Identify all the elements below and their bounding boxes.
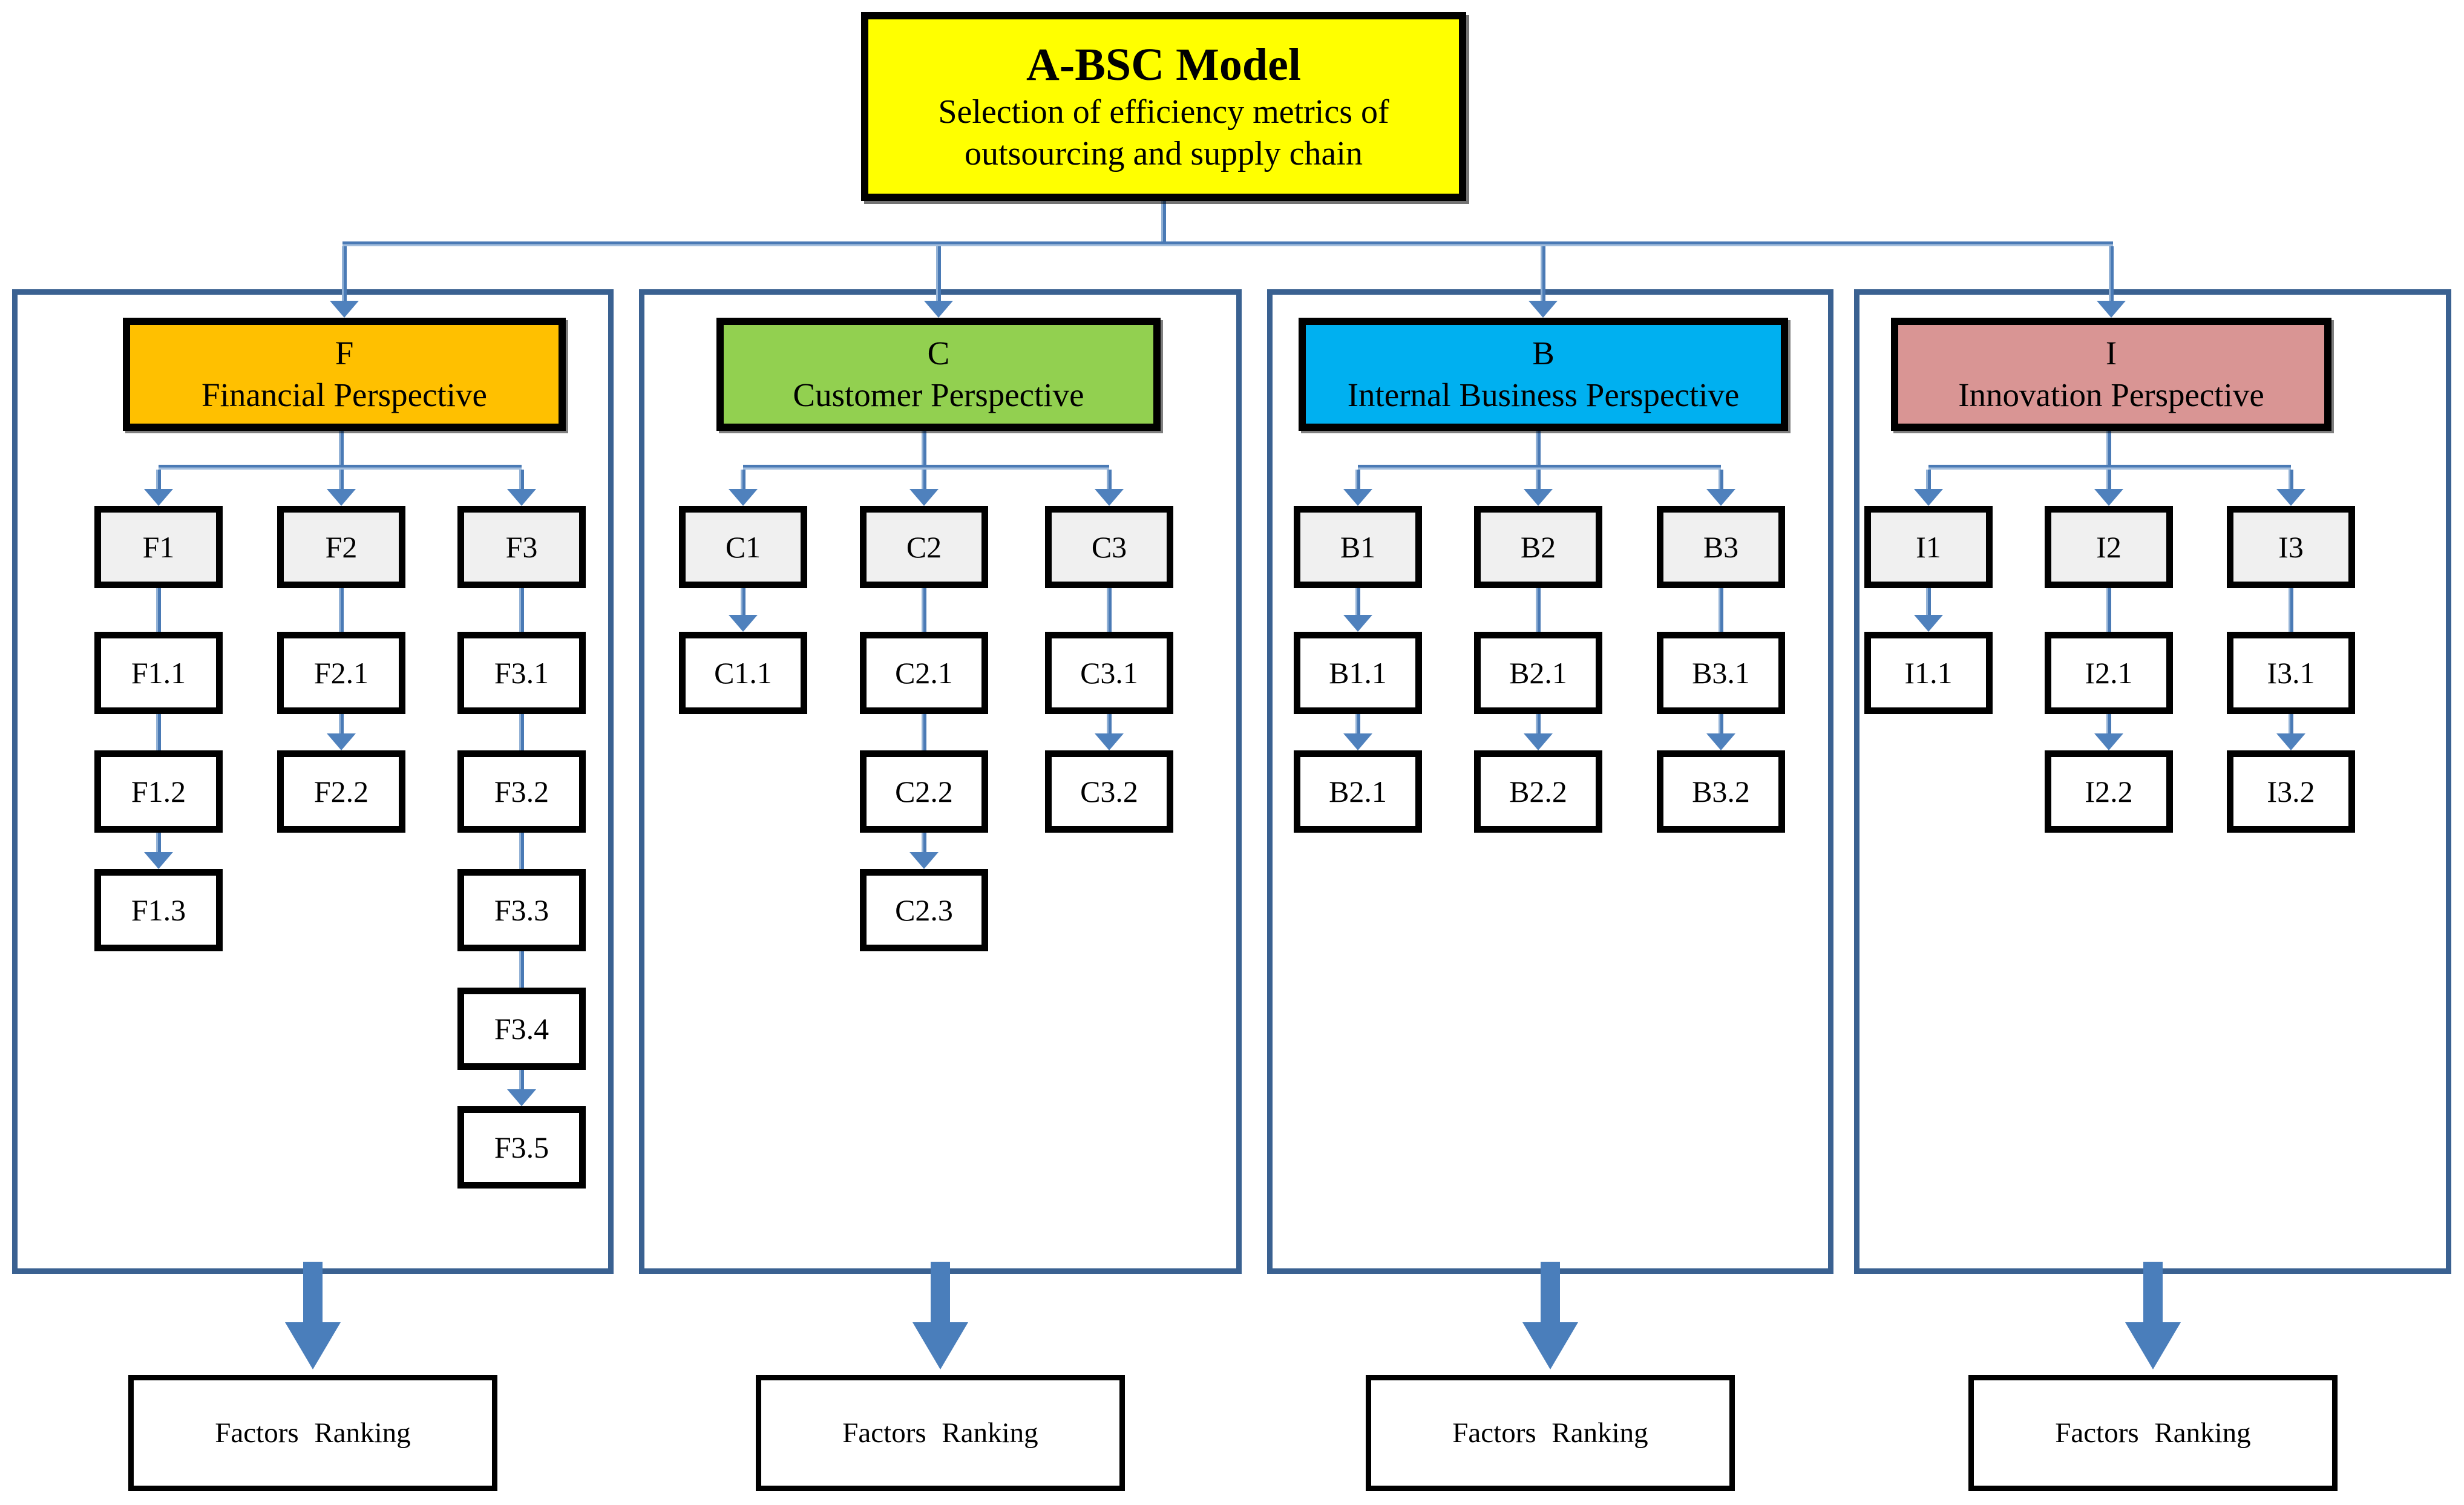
factors-ranking-box-internal-business: Factors Ranking — [1366, 1375, 1735, 1491]
block-arrow-down-icon — [1541, 1262, 1560, 1323]
connector — [519, 470, 524, 490]
factors-ranking-label: Factors Ranking — [1452, 1417, 1648, 1449]
connector — [741, 470, 745, 490]
root-title-box: A-BSC Model Selection of efficiency metr… — [861, 12, 1466, 201]
connector — [1719, 470, 1723, 490]
arrowhead-down-icon — [507, 489, 536, 506]
connector — [339, 470, 344, 490]
connector-root-spread — [342, 241, 2113, 246]
model-title: A-BSC Model — [1026, 39, 1301, 90]
factors-ranking-box-financial: Factors Ranking — [128, 1375, 497, 1491]
panel-innovation — [1854, 289, 2451, 1274]
connector — [1536, 470, 1541, 490]
panel-letter: C — [927, 334, 950, 372]
block-arrow-down-icon — [2125, 1322, 2181, 1369]
connector-header-stub — [339, 431, 344, 470]
connector-header-stub — [1536, 431, 1541, 470]
connector — [2289, 470, 2293, 490]
arrowhead-down-icon — [1095, 489, 1124, 506]
block-arrow-down-icon — [2143, 1262, 2163, 1323]
connector-root-stub — [1161, 200, 1166, 244]
panel-header-financial: F Financial Perspective — [123, 318, 566, 431]
connector-sibling-spread — [1928, 465, 2291, 470]
connector-drop-internal-business — [1541, 246, 1545, 301]
block-arrow-down-icon — [931, 1262, 950, 1323]
connector — [1107, 470, 1112, 490]
factors-ranking-label: Factors Ranking — [842, 1417, 1038, 1449]
block-arrow-down-icon — [1522, 1322, 1578, 1369]
arrowhead-down-icon — [2276, 489, 2305, 506]
block-arrow-down-icon — [303, 1262, 323, 1323]
arrowhead-down-icon — [2097, 301, 2126, 318]
connector-drop-customer — [936, 246, 941, 301]
connector-drop-financial — [342, 246, 347, 301]
arrowhead-down-icon — [1529, 301, 1558, 318]
panel-customer — [639, 289, 1242, 1274]
arrowhead-down-icon — [330, 301, 359, 318]
block-arrow-down-icon — [913, 1322, 968, 1369]
factors-ranking-label: Factors Ranking — [215, 1417, 411, 1449]
arrowhead-down-icon — [327, 489, 356, 506]
model-subtitle: Selection of efficiency metrics of outso… — [938, 93, 1389, 172]
factors-ranking-box-customer: Factors Ranking — [756, 1375, 1125, 1491]
panel-name: Innovation Perspective — [1958, 376, 2264, 413]
connector-sibling-spread — [743, 465, 1109, 470]
arrowhead-down-icon — [924, 301, 953, 318]
connector-sibling-spread — [1358, 465, 1721, 470]
connector-sibling-spread — [159, 465, 522, 470]
panel-letter: B — [1532, 334, 1555, 372]
arrowhead-down-icon — [1706, 489, 1735, 506]
panel-internal-business — [1267, 289, 1833, 1274]
connector — [922, 470, 926, 490]
connector-drop-innovation — [2109, 246, 2114, 301]
arrowhead-down-icon — [1914, 489, 1943, 506]
arrowhead-down-icon — [1343, 489, 1372, 506]
panel-header-customer: C Customer Perspective — [716, 318, 1161, 431]
factors-ranking-box-innovation: Factors Ranking — [1968, 1375, 2338, 1491]
connector-header-stub — [922, 431, 926, 470]
panel-name: Internal Business Perspective — [1347, 376, 1740, 413]
panel-name: Customer Perspective — [793, 376, 1084, 413]
block-arrow-down-icon — [285, 1322, 341, 1369]
panel-letter: F — [335, 334, 354, 372]
factors-ranking-label: Factors Ranking — [2055, 1417, 2251, 1449]
arrowhead-down-icon — [1524, 489, 1553, 506]
connector — [1926, 470, 1931, 490]
arrowhead-down-icon — [2094, 489, 2123, 506]
arrowhead-down-icon — [909, 489, 939, 506]
connector — [1355, 470, 1360, 490]
panel-letter: I — [2105, 334, 2117, 372]
panel-financial — [12, 289, 614, 1274]
connector-header-stub — [2106, 431, 2111, 470]
arrowhead-down-icon — [144, 489, 173, 506]
connector — [2106, 470, 2111, 490]
panel-header-internal-business: B Internal Business Perspective — [1299, 318, 1788, 431]
arrowhead-down-icon — [729, 489, 758, 506]
connector — [156, 470, 161, 490]
panel-header-innovation: I Innovation Perspective — [1891, 318, 2331, 431]
panel-name: Financial Perspective — [202, 376, 487, 413]
